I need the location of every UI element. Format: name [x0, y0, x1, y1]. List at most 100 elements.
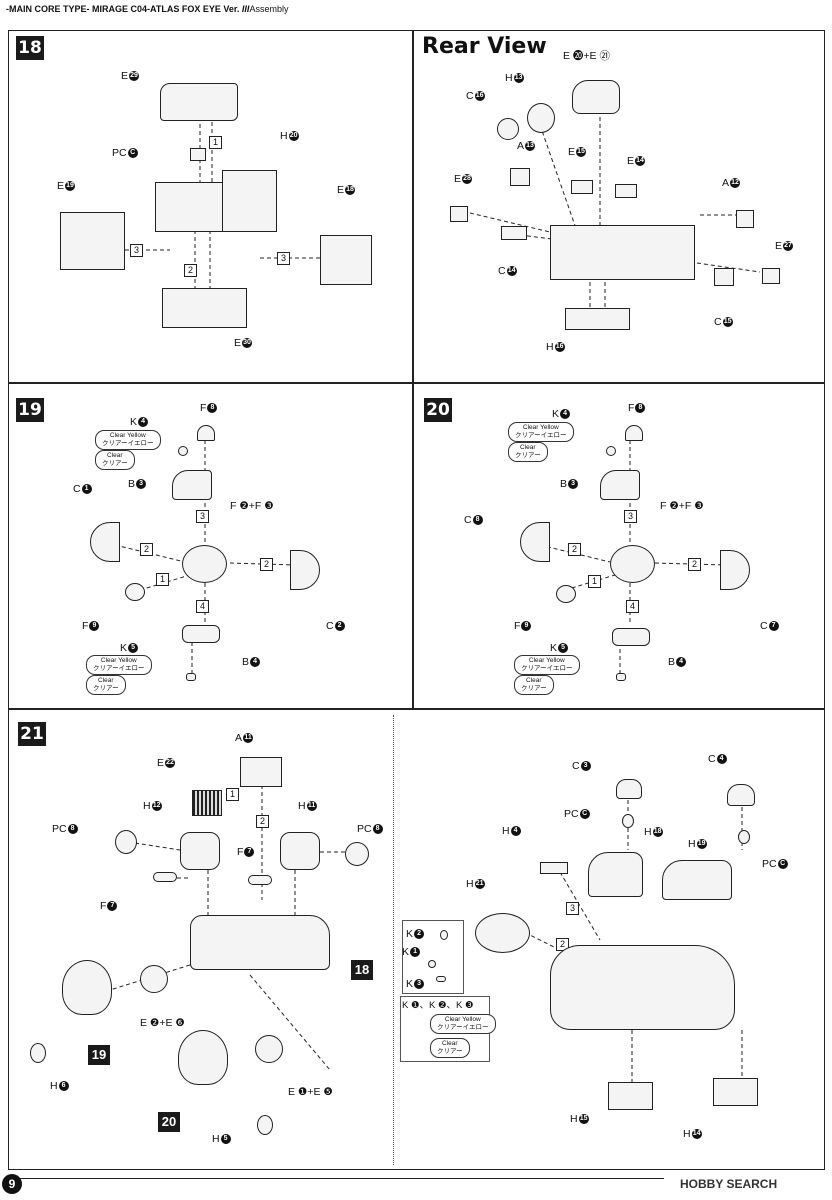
- page-header: -MAIN CORE TYPE- MIRAGE C04-ATLAS FOX EY…: [6, 4, 288, 14]
- label-e20-e21: E ⓴+E ㉑: [563, 50, 610, 62]
- part-c14: [501, 226, 527, 240]
- seq-4: 4: [196, 600, 209, 613]
- part-h15: [608, 1082, 653, 1110]
- k-parts-box: [402, 920, 464, 994]
- part-e18: [320, 235, 372, 285]
- part-e30: [162, 288, 247, 328]
- seq-1-20: 1: [588, 575, 601, 588]
- label-f2-f3-20: F ❷+F ❸: [660, 500, 704, 512]
- part-f8: [197, 425, 215, 441]
- part-c15: [714, 268, 734, 286]
- part-h6: [30, 1043, 46, 1063]
- rear-view-title: Rear View: [422, 34, 547, 59]
- part-e22: [192, 790, 222, 816]
- seq-1-21: 1: [226, 788, 239, 801]
- step-18-panel: [8, 30, 413, 383]
- part-pc-c1: [622, 814, 634, 828]
- watermark: HOBBY SEARCH: [680, 1177, 778, 1191]
- part-k5-20: [616, 673, 626, 681]
- part-rear-core: [550, 225, 695, 280]
- seq-2b: 2: [260, 558, 273, 571]
- part-e2-e6: [140, 965, 168, 993]
- part-h11: [280, 832, 320, 870]
- part-h4: [540, 862, 568, 874]
- part-h21: [475, 913, 530, 953]
- part-pc8a: [115, 830, 137, 854]
- part-c4: [727, 784, 755, 806]
- part-k3: [436, 976, 446, 982]
- seq-1: 1: [156, 573, 169, 586]
- part-c16: [497, 118, 519, 140]
- part-c8-20: [520, 522, 550, 562]
- seq-3-20: 3: [624, 510, 637, 523]
- seq-3b: 3: [277, 252, 290, 265]
- part-h12: [180, 832, 220, 870]
- step-21-number: 21: [18, 722, 46, 746]
- part-b3: [172, 470, 212, 500]
- part-k4-20: [606, 446, 616, 456]
- step-19-number: 19: [16, 398, 44, 422]
- part-k4: [178, 446, 188, 456]
- seq-2: 2: [140, 543, 153, 556]
- part-h19: [662, 860, 732, 900]
- footer-rule: [14, 1178, 664, 1179]
- seq-2-21: 2: [256, 815, 269, 828]
- label-k123: K ❶、K ❷、K ❸: [402, 1000, 474, 1011]
- part-e1-e5: [255, 1035, 283, 1063]
- seq-2-20: 2: [568, 543, 581, 556]
- part-h20: [222, 170, 277, 232]
- page-number: 9: [2, 1174, 22, 1194]
- part-h16: [565, 308, 630, 330]
- part-unit-20: [178, 1030, 228, 1085]
- part-f2-f3: [182, 545, 227, 583]
- kit-title: MIRAGE C04-ATLAS FOX EYE Ver.: [92, 4, 240, 14]
- part-pc-c: [190, 148, 206, 161]
- part-e28: [450, 206, 468, 222]
- part-f7b: [248, 875, 272, 885]
- step-18-number: 18: [16, 36, 44, 60]
- part-unit-19: [62, 960, 112, 1015]
- part-h5: [257, 1115, 273, 1135]
- section-name: Assembly: [249, 4, 289, 14]
- seq-4-20: 4: [626, 600, 639, 613]
- ref-step-19: 19: [88, 1045, 110, 1065]
- rear-view-panel: [413, 30, 825, 383]
